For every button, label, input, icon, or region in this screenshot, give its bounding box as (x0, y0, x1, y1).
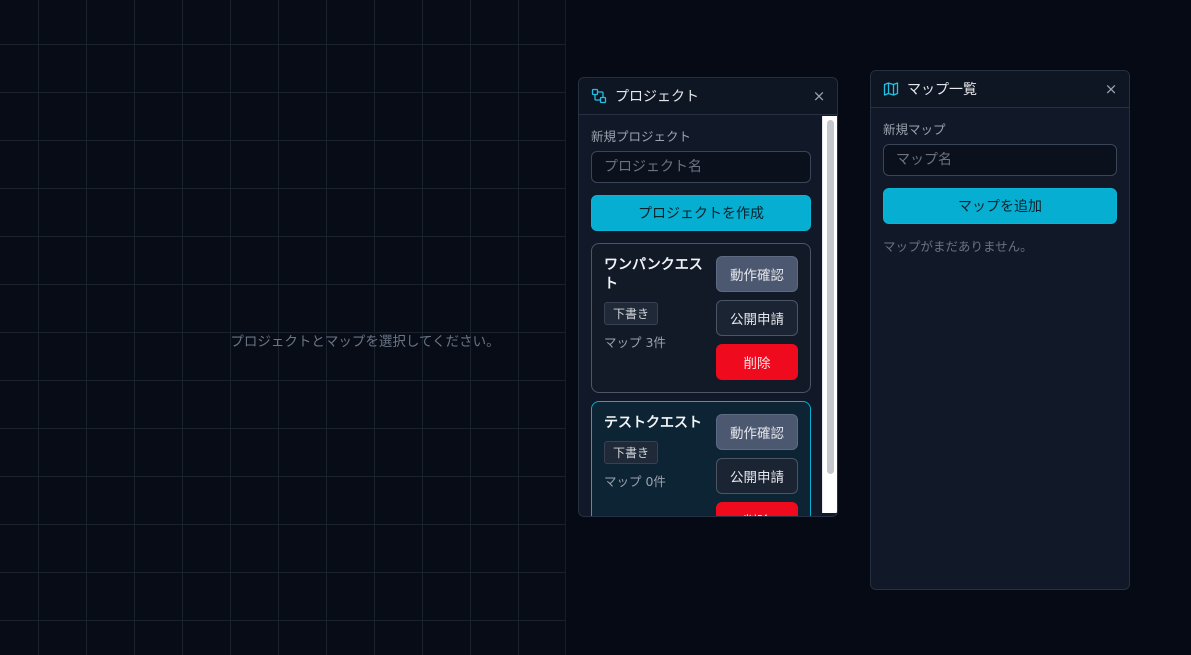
map-count: マップ 0件 (604, 474, 666, 489)
project-panel: プロジェクト × 新規プロジェクト プロジェクトを作成 ワンパンクエスト 下書き… (578, 77, 838, 517)
create-project-button[interactable]: プロジェクトを作成 (591, 195, 811, 231)
preview-button[interactable]: 動作確認 (716, 256, 798, 292)
map-panel: マップ一覧 × 新規マップ マップを追加 マップがまだありません。 (870, 70, 1130, 590)
status-badge: 下書き (604, 302, 659, 325)
project-card-selected[interactable]: テストクエスト 下書き マップ 0件 動作確認 公開申請 削除 (591, 401, 811, 516)
map-panel-title: マップ一覧 (907, 82, 977, 98)
project-panel-title: プロジェクト (615, 89, 699, 105)
project-panel-close-icon[interactable]: × (812, 87, 826, 105)
project-name: テストクエスト (604, 415, 702, 431)
project-card[interactable]: ワンパンクエスト 下書き マップ 3件 動作確認 公開申請 削除 (591, 243, 811, 393)
project-name: ワンパンクエスト (604, 257, 703, 292)
scrollbar-thumb[interactable] (827, 120, 834, 474)
publish-request-button[interactable]: 公開申請 (716, 300, 798, 336)
publish-request-button[interactable]: 公開申請 (716, 458, 798, 494)
project-panel-header: プロジェクト × (579, 78, 837, 115)
map-name-input[interactable] (883, 144, 1117, 176)
project-icon (591, 88, 607, 104)
project-list-area: 新規プロジェクト プロジェクトを作成 ワンパンクエスト 下書き マップ 3件 動… (579, 116, 823, 516)
preview-button[interactable]: 動作確認 (716, 414, 798, 450)
add-map-button[interactable]: マップを追加 (883, 188, 1117, 224)
delete-button[interactable]: 削除 (716, 344, 798, 380)
new-map-label: 新規マップ (883, 122, 946, 137)
map-panel-header: マップ一覧 × (871, 71, 1129, 108)
project-list-scrollbar[interactable] (822, 116, 837, 513)
map-canvas[interactable] (0, 0, 566, 655)
empty-maps-text: マップがまだありません。 (883, 239, 1033, 254)
delete-button[interactable]: 削除 (716, 502, 798, 516)
map-panel-body: 新規マップ マップを追加 マップがまだありません。 (871, 108, 1129, 266)
status-badge: 下書き (604, 441, 659, 464)
project-name-input[interactable] (591, 151, 811, 183)
map-count: マップ 3件 (604, 335, 666, 350)
map-icon (883, 81, 899, 97)
map-panel-close-icon[interactable]: × (1104, 80, 1118, 98)
new-project-label: 新規プロジェクト (591, 129, 692, 144)
